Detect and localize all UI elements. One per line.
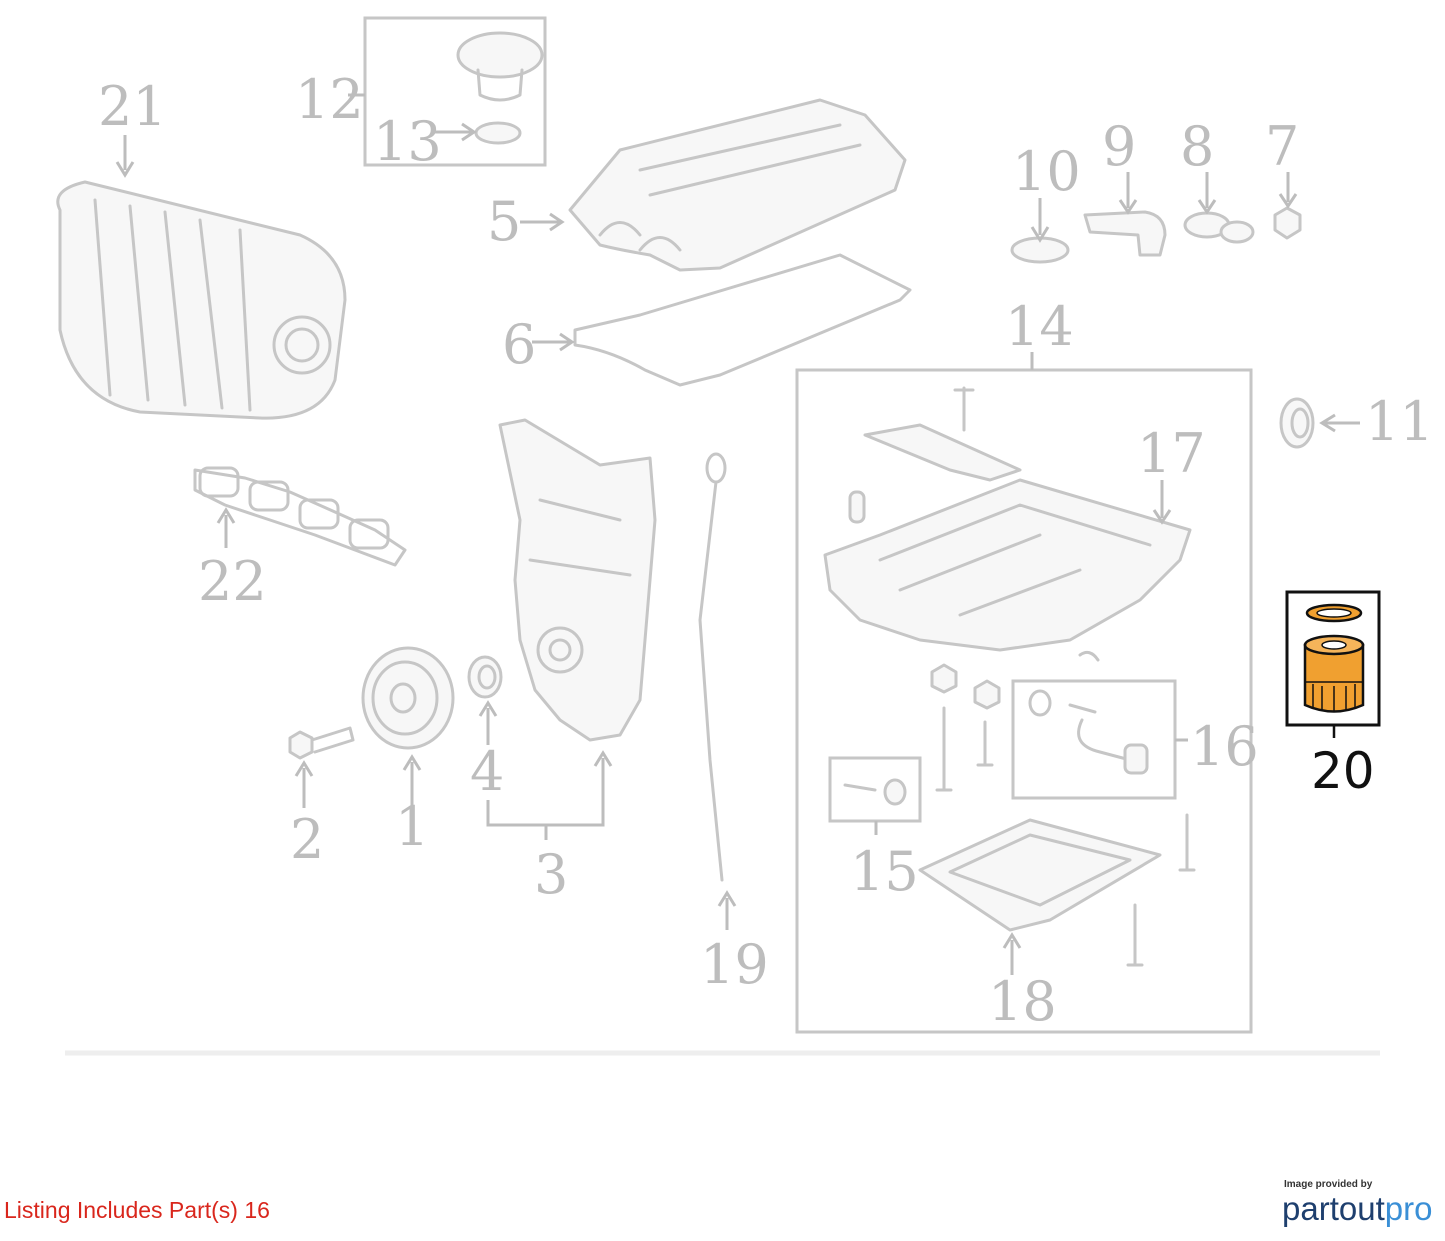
intake-gasket-part (193, 466, 407, 567)
oil-filler-cap-part (456, 31, 544, 145)
crank-pulley-part (361, 646, 455, 750)
oil-pan-group-box (795, 368, 1253, 1034)
callout-16: 16 (1190, 715, 1259, 778)
upper-oil-pan-part (823, 386, 1192, 652)
listing-includes-text: Listing Includes Part(s) 16 (4, 1197, 270, 1223)
callout-17: 17 (1137, 422, 1206, 485)
crank-bolt-part (288, 726, 355, 760)
callout-20: 20 (1311, 742, 1375, 800)
oil-pan-bolts-part (930, 650, 1196, 967)
callout-10: 10 (1012, 140, 1081, 203)
oil-level-sensor-group-box (1011, 679, 1177, 800)
logo-text-pro: pro (1384, 1190, 1433, 1227)
image-credit-caption: Image provided by (1284, 1179, 1373, 1190)
callout-19: 19 (700, 933, 769, 996)
sensor-cap-part (1183, 211, 1255, 244)
callout-3: 3 (534, 843, 568, 906)
callout-5: 5 (487, 190, 521, 253)
callout-7: 7 (1265, 115, 1299, 178)
oil-level-sensor-part (1028, 689, 1149, 775)
callout-13: 13 (373, 110, 442, 173)
valve-cover-gasket-part (573, 253, 912, 387)
callout-8: 8 (1180, 115, 1214, 178)
oil-cap-group-box (363, 16, 547, 167)
front-seal-part (467, 655, 503, 699)
callout-2: 2 (290, 808, 324, 871)
callout-21: 21 (98, 75, 167, 138)
logo-text-partout: partout (1282, 1190, 1385, 1227)
oil-filter-part[interactable] (1303, 603, 1365, 713)
dipstick-part (698, 452, 727, 882)
hose-part (1083, 210, 1167, 257)
nut-part (1273, 206, 1302, 240)
lower-oil-pan-part (918, 818, 1162, 932)
callout-9: 9 (1102, 115, 1136, 178)
callout-18: 18 (988, 970, 1057, 1033)
intake-manifold-part (56, 180, 347, 420)
callout-22: 22 (198, 550, 267, 613)
callout-6: 6 (502, 313, 536, 376)
callout-4: 4 (470, 740, 504, 803)
callout-15: 15 (850, 840, 919, 903)
timing-cover-part (498, 418, 657, 742)
callout-14: 14 (1005, 295, 1074, 358)
partoutpro-logo: partoutpro (1282, 1190, 1432, 1228)
callout-12: 12 (295, 68, 364, 131)
drain-plug-part (843, 778, 907, 806)
callout-11: 11 (1365, 390, 1434, 453)
valve-cover-part (568, 98, 907, 272)
